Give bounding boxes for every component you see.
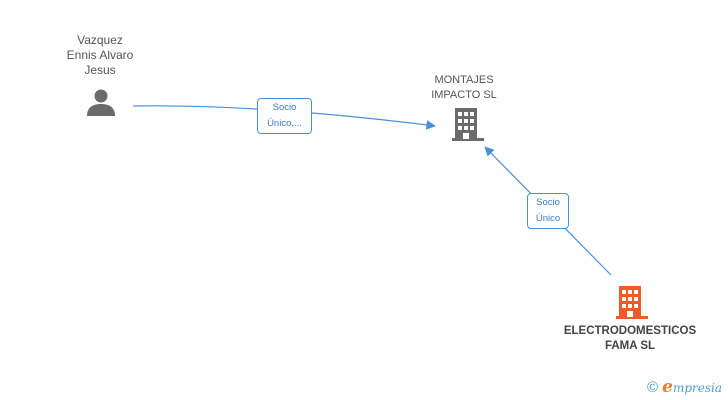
edge-label-line: Socio bbox=[272, 102, 297, 113]
edge-label-line: Socio bbox=[536, 197, 560, 208]
building-icon[interactable] bbox=[616, 286, 648, 319]
edge-label-line: Único bbox=[535, 213, 561, 224]
person-icon[interactable] bbox=[87, 89, 115, 117]
brand-initial: e bbox=[662, 377, 673, 397]
person-name-line: Vazquez bbox=[77, 33, 123, 47]
empresia-logo[interactable]: © empresia bbox=[647, 377, 722, 397]
edge-label-socio-unico-1[interactable]: Socio Único,... bbox=[257, 98, 312, 134]
person-name-label[interactable]: Vazquez Ennis Alvaro Jesus bbox=[50, 33, 150, 78]
brand-rest: mpresia bbox=[672, 381, 722, 395]
building-icon[interactable] bbox=[452, 108, 484, 141]
copyright-icon: © bbox=[647, 378, 659, 396]
electro-name-line: FAMA SL bbox=[604, 340, 656, 352]
electro-name-line: ELECTRODOMESTICOS bbox=[563, 325, 697, 337]
edge-label-line: Único,... bbox=[267, 118, 302, 129]
person-name-line: Jesus bbox=[84, 63, 116, 77]
edge-label-socio-unico-2[interactable]: Socio Único bbox=[527, 193, 569, 229]
electro-name-label[interactable]: ELECTRODOMESTICOS FAMA SL bbox=[550, 324, 710, 354]
person-name-line: Ennis Alvaro bbox=[66, 48, 134, 62]
montajes-name-line: MONTAJES bbox=[434, 74, 494, 86]
montajes-name-label[interactable]: MONTAJES IMPACTO SL bbox=[414, 73, 514, 103]
montajes-name-line: IMPACTO SL bbox=[431, 89, 497, 101]
brand-wordmark: empresia bbox=[662, 377, 722, 397]
